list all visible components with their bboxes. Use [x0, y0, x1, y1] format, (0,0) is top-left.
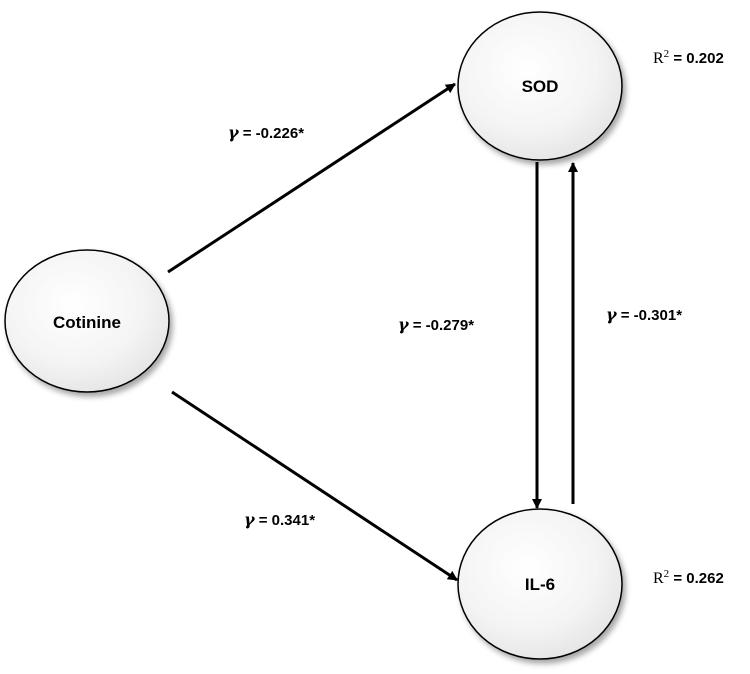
path-label-cotinine-sod: γ = -0.226* — [228, 123, 304, 142]
r-squared-value: = 0.262 — [669, 570, 724, 587]
r-squared-symbol: R — [653, 570, 664, 587]
path-label-cotinine-il6: γ = 0.341* — [244, 510, 315, 529]
r-squared-superscript: 2 — [664, 568, 670, 580]
node-il6-label: IL-6 — [525, 575, 555, 594]
node-il6: IL-6 — [457, 508, 623, 660]
path-value: = -0.301* — [617, 307, 683, 324]
node-sod: SOD — [457, 11, 623, 161]
node-cotinine: Cotinine — [4, 249, 170, 393]
path-value: = -0.279* — [409, 317, 475, 334]
gamma-symbol: γ — [606, 305, 618, 324]
gamma-symbol: γ — [228, 123, 240, 142]
r-squared-value: = 0.202 — [669, 50, 724, 67]
arrow-cotinine-to-il6 — [171, 390, 458, 582]
node-cotinine-label: Cotinine — [53, 313, 121, 332]
path-label-sod-il6: γ = -0.279* — [398, 315, 474, 334]
arrow-cotinine-to-sod — [167, 82, 456, 274]
r-squared-il6: R2 = 0.262 — [653, 568, 724, 587]
path-label-il6-sod: γ = -0.301* — [606, 305, 682, 324]
r-squared-symbol: R — [653, 50, 664, 67]
node-sod-label: SOD — [522, 77, 559, 96]
path-value: = 0.341* — [255, 512, 316, 529]
path-value: = -0.226* — [239, 125, 305, 142]
gamma-symbol: γ — [398, 315, 410, 334]
gamma-symbol: γ — [244, 510, 256, 529]
r-squared-superscript: 2 — [664, 48, 670, 60]
r-squared-sod: R2 = 0.202 — [653, 48, 724, 67]
